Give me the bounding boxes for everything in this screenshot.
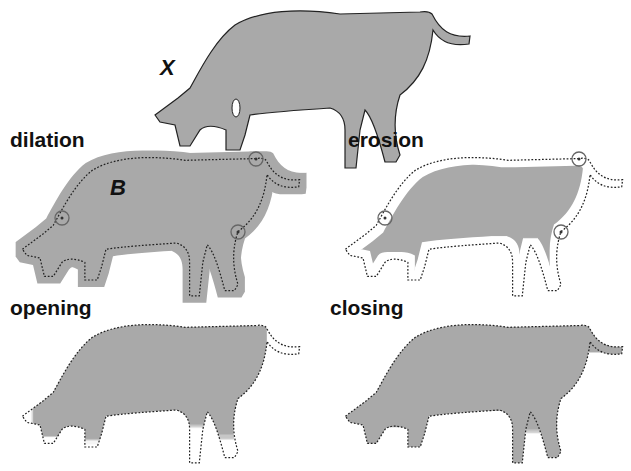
structuring-element-marks bbox=[55, 152, 263, 239]
original-outline bbox=[345, 325, 622, 463]
original-outline bbox=[22, 325, 299, 463]
original-outline bbox=[22, 158, 299, 296]
structuring-element-marks bbox=[378, 152, 586, 239]
operation-title: opening bbox=[10, 296, 92, 319]
operation-title: closing bbox=[330, 296, 404, 319]
dilated-shape bbox=[22, 158, 299, 296]
original-outline bbox=[345, 158, 622, 296]
bull-set-x bbox=[155, 11, 470, 168]
closed-shape bbox=[345, 325, 622, 463]
set-symbol: B bbox=[110, 176, 126, 200]
opened-shape bbox=[22, 325, 299, 463]
operation-title: erosion bbox=[348, 128, 424, 151]
operation-title: dilation bbox=[10, 128, 85, 151]
set-symbol: X bbox=[160, 56, 175, 80]
eroded-shape bbox=[345, 158, 622, 296]
